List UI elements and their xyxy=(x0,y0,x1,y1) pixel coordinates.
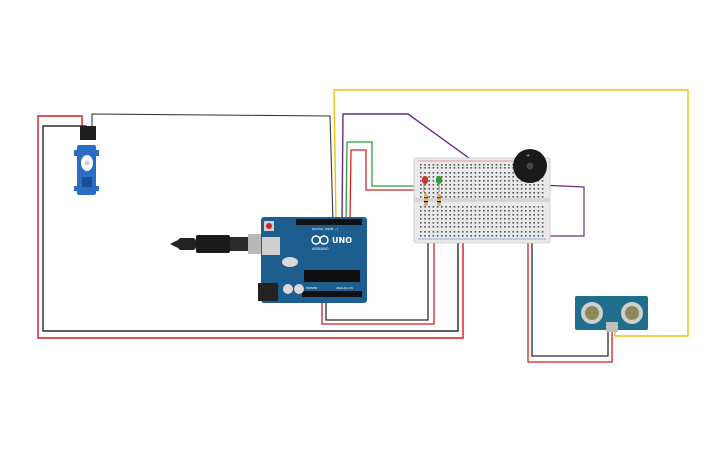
wire-buzzer-signal[interactable] xyxy=(341,113,517,223)
piezo-buzzer[interactable]: + xyxy=(513,149,547,183)
power-header-label: POWER xyxy=(306,286,317,290)
resistor-2[interactable] xyxy=(437,194,441,206)
board-brand-label: ARDUINO xyxy=(312,247,329,251)
wire-sensor-trig[interactable] xyxy=(333,89,689,337)
ultrasonic-sensor[interactable] xyxy=(575,296,648,332)
resistor-1[interactable] xyxy=(424,194,428,206)
led-red[interactable] xyxy=(422,176,428,192)
wire-sensor-gnd[interactable] xyxy=(531,236,609,357)
arduino-uno[interactable]: UNO ARDUINO DIGITAL (PWM ~) POWER ANALOG… xyxy=(258,217,367,303)
led-green[interactable] xyxy=(436,176,442,192)
digital-header-label: DIGITAL (PWM ~) xyxy=(312,227,338,231)
wire-led-green[interactable] xyxy=(345,141,437,223)
buzzer-plus-mark: + xyxy=(526,153,530,159)
servo-motor[interactable] xyxy=(74,126,99,195)
breadboard[interactable] xyxy=(413,157,551,244)
wire-buzzer-return[interactable] xyxy=(539,184,585,237)
wire-sensor-vcc[interactable] xyxy=(527,236,613,363)
wire-servo-signal[interactable] xyxy=(91,113,334,223)
board-model-label: UNO xyxy=(332,236,352,245)
wire-arduino-gnd[interactable] xyxy=(325,236,429,321)
power-jack[interactable] xyxy=(258,283,278,301)
wire-led-red[interactable] xyxy=(349,149,424,223)
infinity-logo-icon xyxy=(311,235,329,245)
wire-servo-power[interactable] xyxy=(37,115,464,339)
analog-header-label: ANALOG IN xyxy=(336,286,353,290)
wire-arduino-5v[interactable] xyxy=(321,236,435,325)
wire-servo-ground[interactable] xyxy=(42,125,459,332)
atmega-chip xyxy=(304,270,360,282)
